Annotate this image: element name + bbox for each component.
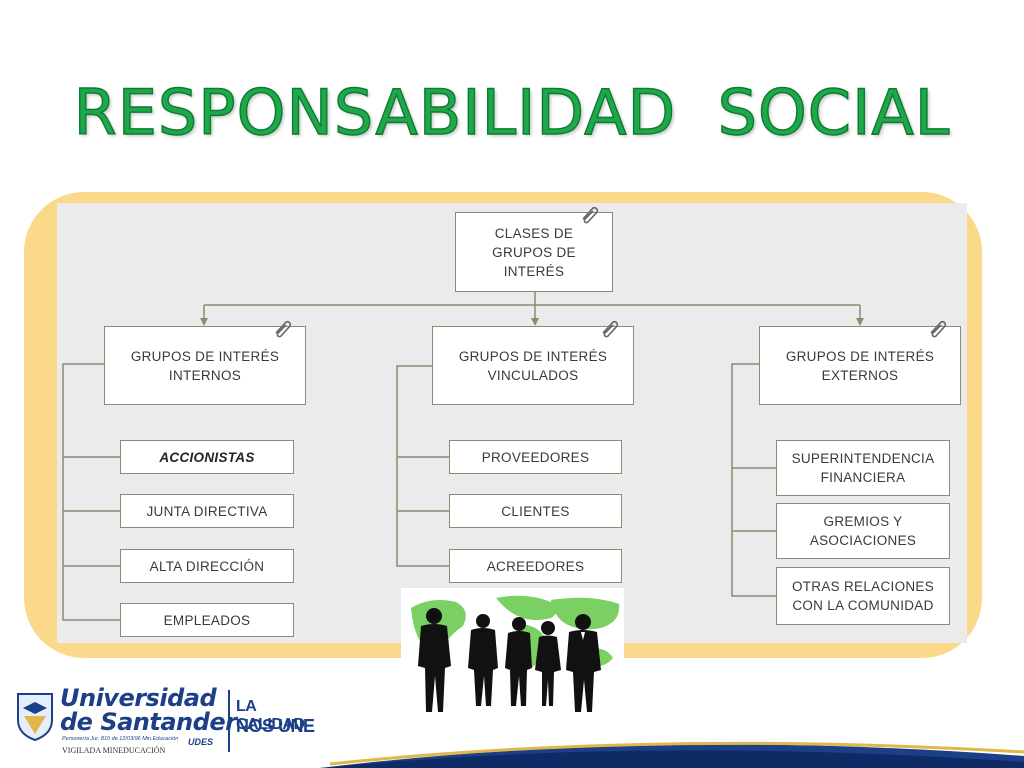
root-node: CLASES DE GRUPOS DE INTERÉS [455,212,613,292]
item-label: GREMIOS Y ASOCIACIONES [809,514,917,548]
item-junta-directiva: JUNTA DIRECTIVA [120,494,294,528]
logo-vigilada: VIGILADA MINEDUCACIÓN [62,746,166,755]
item-gremios: GREMIOS Y ASOCIACIONES [776,503,950,559]
item-alta-direccion: ALTA DIRECCIÓN [120,549,294,583]
paperclip-icon [599,317,621,344]
logo-name-line2: de Santander [60,708,237,736]
item-otras-relaciones: OTRAS RELACIONES CON LA COMUNIDAD [776,567,950,625]
business-people-silhouette [401,588,624,728]
item-label: SUPERINTENDENCIA FINANCIERA [791,451,935,485]
footer-band [320,741,1024,768]
logo-fine-print: Personería Jur. 810 de 12/03/96 Min.Educ… [62,736,179,742]
item-label: PROVEEDORES [481,449,590,465]
page-title: RESPONSABILIDAD SOCIAL [73,75,951,149]
item-label: ACREEDORES [486,558,585,574]
item-proveedores: PROVEEDORES [449,440,622,474]
group-node-vinculados: GRUPOS DE INTERÉS VINCULADOS [432,326,634,405]
item-label: OTRAS RELACIONES CON LA COMUNIDAD [791,579,935,613]
paperclip-icon [927,317,949,344]
item-label: JUNTA DIRECTIVA [146,503,268,519]
logo-udes: UDES [188,737,214,747]
group-node-externos: GRUPOS DE INTERÉS EXTERNOS [759,326,961,405]
item-label: EMPLEADOS [163,612,251,628]
udes-logo: Universidad de Santander Personería Jur.… [10,684,320,764]
item-label: CLIENTES [501,503,570,519]
paperclip-icon [579,203,601,230]
group-label-externos: GRUPOS DE INTERÉS EXTERNOS [785,348,935,383]
group-label-internos: GRUPOS DE INTERÉS INTERNOS [130,348,280,383]
logo-slogan-line2: NOS UNE [236,716,315,736]
logo-divider [228,690,230,752]
udes-shield-icon [17,693,53,742]
item-clientes: CLIENTES [449,494,622,528]
root-node-label: CLASES DE GRUPOS DE INTERÉS [492,225,576,279]
logo-name-line1: Universidad [60,684,217,712]
item-empleados: EMPLEADOS [120,603,294,637]
item-label: ALTA DIRECCIÓN [149,558,265,574]
group-node-internos: GRUPOS DE INTERÉS INTERNOS [104,326,306,405]
item-accionistas: ACCIONISTAS [120,440,294,474]
item-acreedores: ACREEDORES [449,549,622,583]
group-label-vinculados: GRUPOS DE INTERÉS VINCULADOS [458,348,608,383]
logo-slogan-line1: LA CALIDAD [236,698,305,733]
item-superintendencia: SUPERINTENDENCIA FINANCIERA [776,440,950,496]
item-label: ACCIONISTAS [159,449,255,465]
paperclip-icon [272,317,294,344]
